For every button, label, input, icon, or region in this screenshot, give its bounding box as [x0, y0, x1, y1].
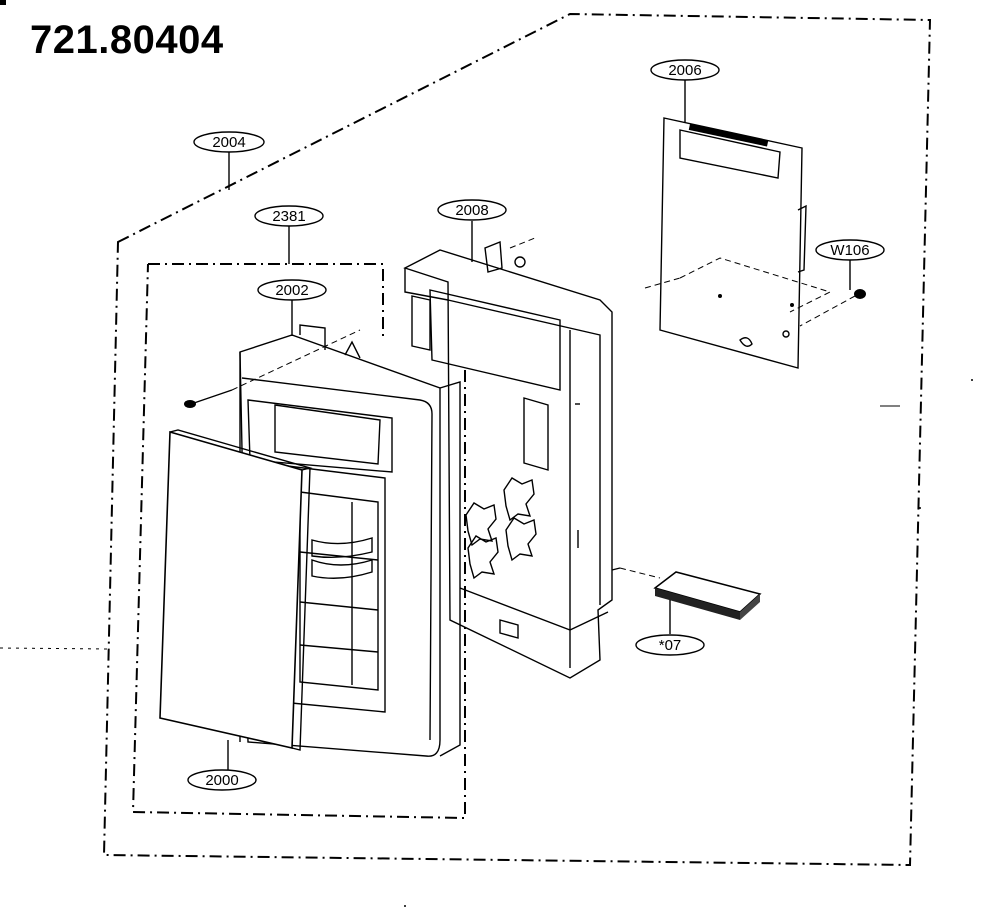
- callout-2381-text: 2381: [272, 208, 305, 225]
- callout-2002-text: 2002: [275, 282, 308, 299]
- callout-07: *07: [635, 634, 705, 656]
- model-number-title: 721.80404: [30, 18, 224, 62]
- callout-w106-text: W106: [830, 242, 869, 259]
- callout-07-text: *07: [659, 637, 682, 654]
- callout-2008: 2008: [437, 199, 507, 221]
- callout-2002: 2002: [257, 279, 327, 301]
- callout-2006: 2006: [650, 59, 720, 81]
- screw-left: [184, 329, 361, 408]
- callout-2000-text: 2000: [205, 772, 238, 789]
- screw-w106: [799, 289, 866, 327]
- corner-mark: [0, 0, 6, 5]
- front-cover-panel: [159, 429, 313, 751]
- sub-assembly-boundary: [131, 263, 466, 820]
- callout-2381: 2381: [254, 205, 324, 227]
- callout-2004-text: 2004: [212, 134, 245, 151]
- callout-2008-text: 2008: [455, 202, 488, 219]
- callout-w106: W106: [815, 239, 885, 261]
- callout-2004: 2004: [193, 131, 265, 153]
- chassis-bracket: [403, 237, 613, 679]
- callout-2006-text: 2006: [668, 62, 701, 79]
- assembly-boundary: [102, 12, 932, 867]
- callout-2000: 2000: [187, 769, 257, 791]
- control-panel-frame: [239, 324, 461, 757]
- circuit-board: [644, 117, 832, 369]
- small-component: [611, 567, 762, 620]
